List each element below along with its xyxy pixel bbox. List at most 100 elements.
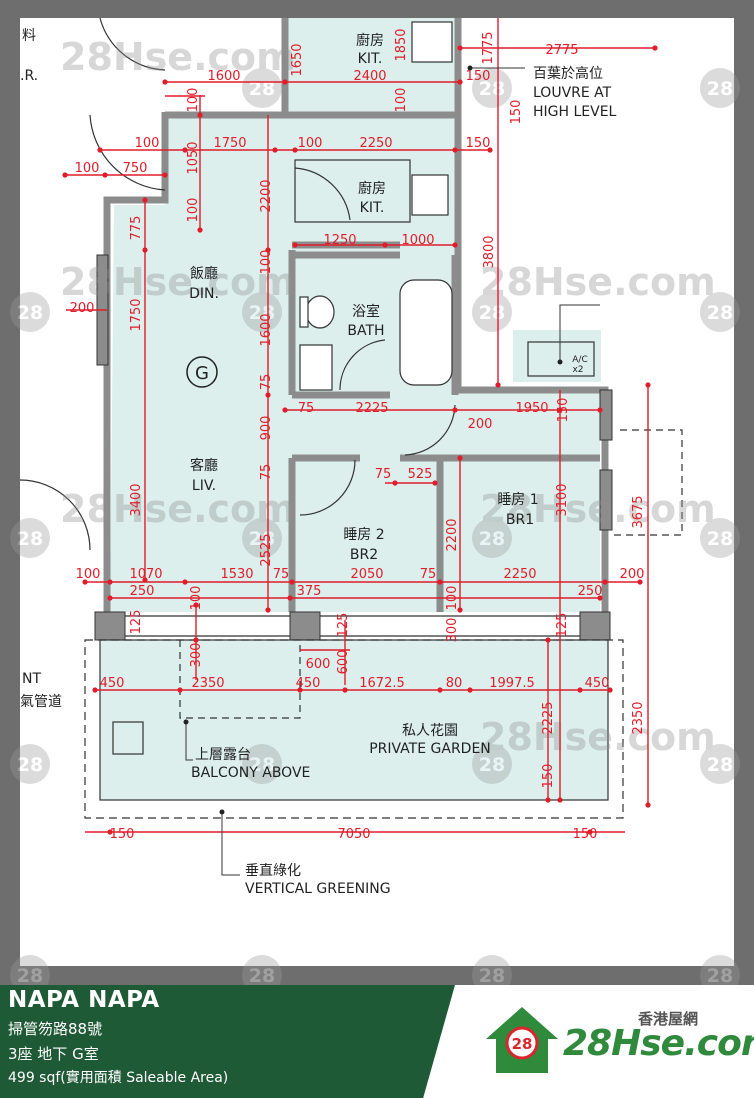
dim-2250-top: 2250 xyxy=(359,136,392,151)
door-entry xyxy=(89,114,166,191)
dimension-tick xyxy=(637,579,643,585)
dim-1070: 1070 xyxy=(129,567,162,582)
dimension-tick xyxy=(597,595,603,601)
dim-1950: 1950 xyxy=(515,401,548,416)
column-left xyxy=(94,611,126,641)
watermark-badge: 28 xyxy=(10,744,50,784)
leader-dot-ac xyxy=(557,359,563,365)
dimension-tick xyxy=(177,687,183,693)
dim-2200-v: 2200 xyxy=(259,179,274,212)
logo-badge-text: 28 xyxy=(512,1035,533,1053)
watermark-circle xyxy=(242,744,282,784)
dimension-tick xyxy=(265,392,271,398)
watermark-badge: 28 xyxy=(472,955,512,985)
dim-1250: 1250 xyxy=(323,233,356,248)
footer-info-panel: NAPA NAPA 掃管笏路88號 3座 地下 G室 499 sqf(實用面積 … xyxy=(0,985,455,1098)
dim-200-l: 200 xyxy=(70,301,95,316)
dim-100-a: 100 xyxy=(186,88,201,113)
dim-150-e: 150 xyxy=(541,764,556,789)
brand-cn: 香港屋網 xyxy=(638,1010,699,1028)
watermark-circle xyxy=(472,955,512,985)
watermark-circle xyxy=(10,292,50,332)
dimension-tick xyxy=(287,595,293,601)
dimension-tick xyxy=(82,579,88,585)
dim-250-r: 250 xyxy=(578,584,603,599)
window-right2 xyxy=(599,389,613,441)
dim-200-r: 200 xyxy=(620,567,645,582)
dim-2200-b: 2200 xyxy=(445,518,460,551)
watermark-badge: 28 xyxy=(472,518,512,558)
dimension-tick xyxy=(457,45,463,51)
watermark-circle xyxy=(242,68,282,108)
dim-1750-h: 1750 xyxy=(213,136,246,151)
dim-100-c: 100 xyxy=(135,136,160,151)
watermark-site-text: 28Hse.com xyxy=(60,35,296,79)
dim-2350-v: 2350 xyxy=(631,701,646,734)
dim-525: 525 xyxy=(408,467,433,482)
living-cn: 客廳 xyxy=(190,457,218,474)
watermark-badge: 28 xyxy=(700,518,740,558)
dim-1600-v: 1600 xyxy=(259,313,274,346)
watermark-badge: 28 xyxy=(700,68,740,108)
dim-1672: 1672.5 xyxy=(359,676,405,691)
dim-3100: 3100 xyxy=(555,483,570,516)
dim-80: 80 xyxy=(446,676,463,691)
watermark-badge-text: 28 xyxy=(17,965,43,985)
dim-2400: 2400 xyxy=(353,69,386,84)
kitchen-upper-cn: 廚房 xyxy=(356,32,384,49)
dimension-tick xyxy=(282,407,288,413)
dimension-tick xyxy=(97,147,103,153)
dimension-tick xyxy=(265,247,271,253)
dimension-tick xyxy=(297,687,303,693)
kitchen-upper-en: KIT. xyxy=(358,51,383,67)
dim-300-b: 300 xyxy=(189,643,204,668)
watermark-badge-text: 28 xyxy=(479,754,505,776)
ac-fill xyxy=(513,330,601,382)
garden-box xyxy=(112,721,144,755)
dimension-tick xyxy=(382,242,388,248)
watermark-badge: 28 xyxy=(10,955,50,985)
saleable-area: 499 sqf(實用面積 Saleable Area) xyxy=(8,1070,229,1086)
leader-dot-balcony xyxy=(183,719,189,725)
watermark-circle xyxy=(10,955,50,985)
dimension-tick xyxy=(392,480,398,486)
dim-75-d: 75 xyxy=(273,567,290,582)
dim-100-b: 100 xyxy=(394,88,409,113)
logo-badge xyxy=(505,1026,539,1060)
dim-1600-top: 1600 xyxy=(207,69,240,84)
dimension-tick xyxy=(437,687,443,693)
dim-100-i: 100 xyxy=(189,586,204,611)
door-br2 xyxy=(299,459,356,516)
dimension-tick xyxy=(602,579,608,585)
dimension-tick xyxy=(545,797,551,803)
watermark-badge: 28 xyxy=(700,955,740,985)
watermark-badge-text: 28 xyxy=(249,754,275,776)
dimension-tick xyxy=(142,577,148,583)
bathtub xyxy=(399,279,453,386)
door-top-left xyxy=(99,17,166,71)
louvre-en-1: LOUVRE AT xyxy=(533,85,612,101)
dimension-tick xyxy=(577,687,583,693)
unit-info: 3座 地下 G室 xyxy=(8,1045,99,1063)
dim-450-r: 450 xyxy=(585,676,610,691)
dimension-tick xyxy=(652,45,658,51)
left-cut-1: 料 xyxy=(22,28,36,44)
dimension-tick xyxy=(292,147,298,153)
ac-box xyxy=(527,341,595,377)
dimension-tick xyxy=(193,602,199,608)
dim-300-r: 300 xyxy=(445,618,460,643)
watermark-badge-text: 28 xyxy=(707,965,733,985)
dimension-tick xyxy=(182,579,188,585)
living-en: LIV. xyxy=(192,478,216,494)
column-mid xyxy=(289,611,321,641)
watermark-badge: 28 xyxy=(242,68,282,108)
dimension-tick xyxy=(607,687,613,693)
watermark-circle xyxy=(700,518,740,558)
dimension-ticks xyxy=(62,45,658,835)
column-right xyxy=(579,611,611,641)
dimension-labels: 1600 2400 150 2775 1650 1850 1775 100 10… xyxy=(70,28,646,842)
room-labels: 廚房 KIT. 廚房 KIT. 飯廳 DIN. 浴室 BATH G 客廳 LIV… xyxy=(189,32,588,757)
watermark-circle xyxy=(472,68,512,108)
dim-2050: 2050 xyxy=(350,567,383,582)
dimension-tick xyxy=(107,595,113,601)
